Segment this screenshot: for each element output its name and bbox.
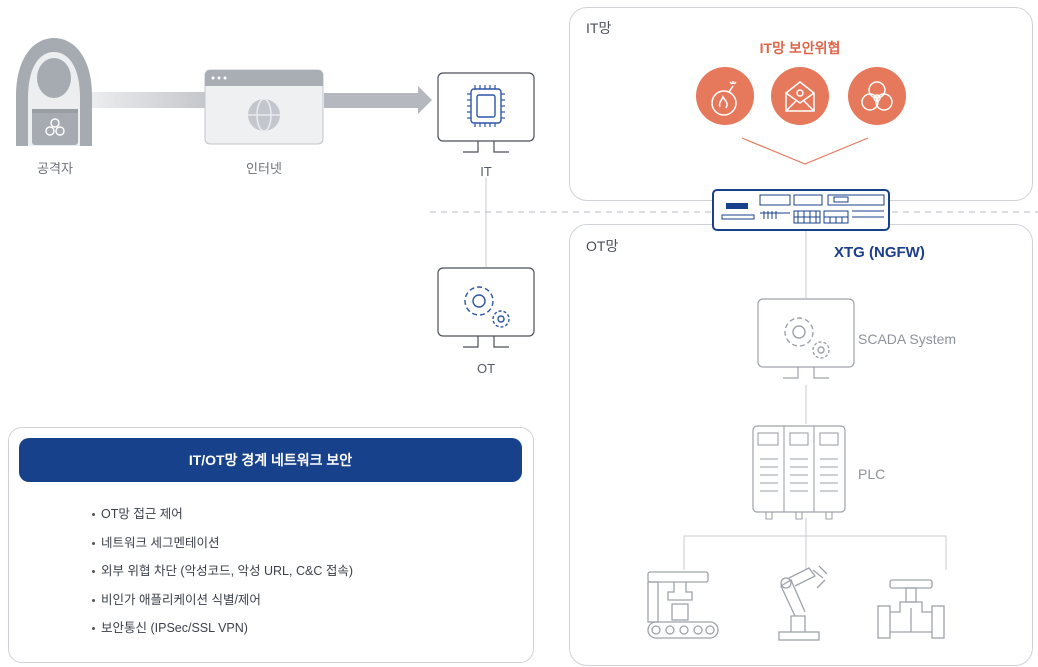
scada-monitor-icon xyxy=(757,298,855,379)
list-item: 외부 위협 차단 (악성코드, 악성 URL, C&C 접속) xyxy=(92,562,353,591)
biohazard-icon xyxy=(861,81,893,111)
mail-threat xyxy=(771,67,829,125)
robot-arm-icon xyxy=(778,565,828,641)
ot-label: OT xyxy=(476,361,496,376)
attack-arrow-head xyxy=(418,86,432,114)
list-item: 비인가 애플리케이션 식별/제어 xyxy=(92,591,353,620)
threat-funnel-lines xyxy=(741,137,869,165)
it-threat-title: IT망 보안위협 xyxy=(759,40,841,56)
security-card-title: IT/OT망 경계 네트워크 보안 xyxy=(19,438,522,482)
scada-label: SCADA System xyxy=(858,331,957,347)
feature-text: OT망 접근 제어 xyxy=(101,507,183,521)
bullet-icon xyxy=(92,513,95,517)
mail-virus-icon xyxy=(785,81,815,112)
feature-text: 외부 위협 차단 (악성코드, 악성 URL, C&C 접속) xyxy=(101,564,353,578)
plc-label: PLC xyxy=(858,466,886,482)
list-item: OT망 접근 제어 xyxy=(92,505,353,534)
bullet-icon xyxy=(92,570,95,574)
feature-text: 네트워크 세그멘테이션 xyxy=(101,535,220,550)
biohazard-threat xyxy=(848,67,906,125)
attack-path-band-2 xyxy=(324,93,420,108)
bullet-icon xyxy=(92,627,95,631)
feature-text: 보안통신 (IPSec/SSL VPN) xyxy=(101,621,248,635)
gear-monitor-icon xyxy=(437,267,535,348)
ot-zone-label: OT망 xyxy=(586,238,619,254)
robot-conveyor-icon xyxy=(647,571,719,639)
it-zone-label: IT망 xyxy=(586,20,612,36)
hacker-icon xyxy=(16,38,92,146)
valve-icon xyxy=(877,579,945,639)
bomb-icon xyxy=(711,81,737,116)
cpu-monitor-icon xyxy=(437,72,535,153)
internet-label: 인터넷 xyxy=(246,161,282,176)
bullet-icon xyxy=(92,541,95,545)
feature-text: 비인가 애플리케이션 식별/제어 xyxy=(101,592,261,607)
browser-globe-icon xyxy=(204,69,324,145)
firewall-label: XTG (NGFW) xyxy=(834,244,925,261)
ot-internal-lines xyxy=(683,231,947,570)
security-feature-list: OT망 접근 제어 네트워크 세그멘테이션 외부 위협 차단 (악성코드, 악성… xyxy=(92,505,353,648)
firewall-appliance-icon xyxy=(712,189,890,231)
attack-path-band-1 xyxy=(92,92,210,108)
list-item: 보안통신 (IPSec/SSL VPN) xyxy=(92,619,353,648)
plc-icon xyxy=(752,425,846,520)
attacker-label: 공격자 xyxy=(37,161,73,176)
it-label: IT xyxy=(480,164,492,179)
list-item: 네트워크 세그멘테이션 xyxy=(92,534,353,563)
security-features-card: IT/OT망 경계 네트워크 보안 OT망 접근 제어 네트워크 세그멘테이션 … xyxy=(8,427,534,663)
bomb-threat xyxy=(696,67,754,125)
bullet-icon xyxy=(92,598,95,602)
